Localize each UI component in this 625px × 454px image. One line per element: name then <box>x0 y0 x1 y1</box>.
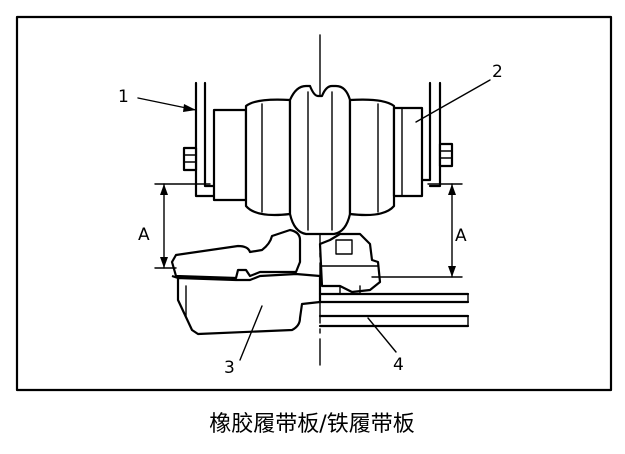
callout-2: 2 <box>492 62 503 82</box>
callout-3: 3 <box>224 358 235 378</box>
callout-1: 1 <box>118 87 129 107</box>
callout-4: 4 <box>393 355 404 375</box>
diagram-frame <box>15 15 613 392</box>
iron-track-link <box>318 232 470 328</box>
leader-lines <box>137 79 491 361</box>
right-frame-bracket <box>418 81 454 188</box>
dimension-left-label: A <box>138 225 150 245</box>
track-roller <box>212 84 424 236</box>
dimension-right-label: A <box>455 226 467 246</box>
left-frame-bracket <box>182 81 215 198</box>
dimension-right <box>371 183 463 278</box>
dimension-left <box>154 183 211 269</box>
rubber-track-shoe <box>170 228 322 336</box>
diagram-caption: 橡胶履带板/铁履带板 <box>209 412 414 437</box>
